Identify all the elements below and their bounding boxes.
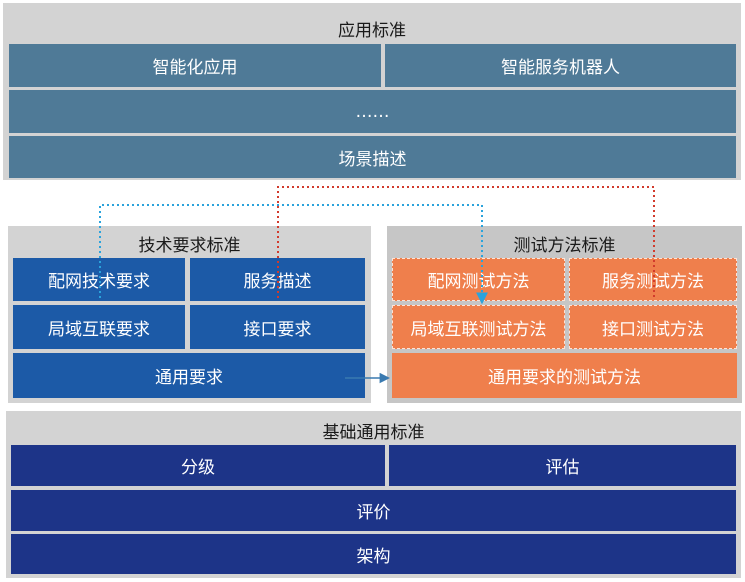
ellipsis-box: …… — [9, 90, 736, 133]
smart-service-robot-box: 智能服务机器人 — [385, 44, 736, 87]
assessment-box: 评估 — [389, 445, 736, 486]
tech-requirements-title: 技术要求标准 — [138, 236, 241, 256]
interface-req-box: 接口要求 — [190, 305, 365, 349]
interface-test-method-box: 接口测试方法 — [569, 305, 737, 349]
general-req-test-method-box: 通用要求的测试方法 — [392, 353, 737, 398]
general-req-box: 通用要求 — [13, 353, 365, 398]
tech-requirements-panel: 技术要求标准 配网技术要求 服务描述 局域互联要求 接口要求 通用要求 — [8, 226, 371, 403]
test-methods-title: 测试方法标准 — [513, 236, 616, 256]
smart-application-box: 智能化应用 — [9, 44, 381, 87]
network-tech-req-box: 配网技术要求 — [13, 258, 185, 301]
service-test-method-box: 服务测试方法 — [569, 258, 737, 301]
service-description-box: 服务描述 — [190, 258, 365, 301]
grading-box: 分级 — [11, 445, 385, 486]
scene-description-box: 场景描述 — [9, 136, 736, 178]
lan-interconnect-test-method-box: 局域互联测试方法 — [392, 305, 565, 349]
architecture-box: 架构 — [11, 534, 736, 574]
evaluation-box: 评价 — [11, 490, 736, 531]
app-standards-title: 应用标准 — [338, 21, 406, 41]
test-methods-panel: 测试方法标准 配网测试方法 服务测试方法 局域互联测试方法 接口测试方法 通用要… — [387, 226, 742, 403]
base-standards-title: 基础通用标准 — [322, 423, 425, 443]
lan-interconnect-req-box: 局域互联要求 — [13, 305, 185, 349]
app-standards-panel: 应用标准 智能化应用 智能服务机器人 …… 场景描述 — [3, 3, 741, 180]
network-test-method-box: 配网测试方法 — [392, 258, 565, 301]
base-standards-panel: 基础通用标准 分级 评估 评价 架构 — [6, 411, 741, 578]
